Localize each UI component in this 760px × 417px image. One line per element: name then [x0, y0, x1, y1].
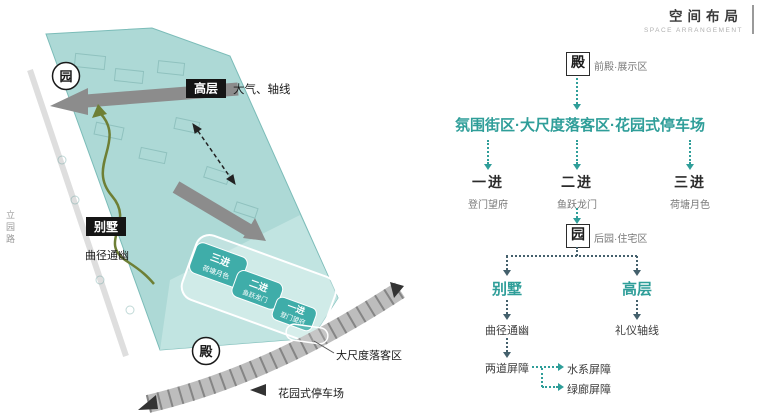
dotted-arrowhead [573, 104, 581, 110]
column-sub: 登门望府 [468, 200, 508, 211]
site-plan: 高层 大气、轴线 别墅 曲径通幽 园 三进 荷塘月色 二进 鱼跃龙门 一进 登门… [5, 27, 405, 413]
barrier-green: 绿廊屏障 [567, 384, 611, 396]
column-title: 一进 [472, 174, 504, 190]
garden-badge: 园 [59, 69, 72, 84]
site-plan-svg: 高层 大气、轴线 别墅 曲径通幽 园 三进 荷塘月色 二进 鱼跃龙门 一进 登门… [27, 27, 405, 413]
dotted-arrowhead [573, 164, 581, 170]
barrier-water: 水系屏障 [567, 364, 611, 376]
highrise-feature: 礼仪轴线 [615, 325, 659, 337]
road-name-label: 立园路 [5, 210, 15, 246]
parking-arrowhead [250, 384, 266, 396]
dotted-arrowhead [633, 270, 641, 276]
axis-note-label: 大气、轴线 [233, 82, 291, 96]
villa-label: 别墅 [93, 220, 118, 234]
dotted-arrow [506, 256, 508, 270]
column-yijin: 一进 登门望府 [443, 172, 533, 211]
winding-path-label: 曲径通幽 [85, 249, 129, 262]
highrise-label: 高层 [194, 81, 218, 96]
dotted-arrow [542, 386, 558, 388]
section-header: 空间布局 SPACE ARRANGEMENT [644, 5, 754, 34]
column-sanjin: 三进 荷塘月色 [645, 172, 735, 211]
road-arrowhead-right [390, 282, 404, 298]
dotted-arrow [636, 300, 638, 314]
section-title-cn: 空间布局 [669, 9, 743, 24]
branch-highrise: 高层 [621, 281, 652, 298]
dropoff-zone-outline [285, 323, 329, 345]
hall-node: 殿 [566, 52, 590, 76]
dotted-arrow [506, 338, 508, 352]
dotted-arrowhead [573, 218, 581, 224]
courtyard-zone: 三进 荷塘月色 二进 鱼跃龙门 一进 登门望府 [180, 234, 338, 343]
winding-path-arrowhead [92, 104, 107, 118]
dotted-arrowhead [503, 270, 511, 276]
road-band [145, 282, 405, 413]
flow-diagram: 空间布局 SPACE ARRANGEMENT 殿 前殿·展示区 氛围街区·大尺度… [430, 0, 760, 417]
dotted-arrow [576, 78, 578, 104]
dotted-arrowhead [503, 352, 511, 358]
road-arrowhead-left [138, 395, 158, 410]
branch-crossbar [506, 255, 637, 257]
hall-note: 前殿·展示区 [594, 62, 648, 73]
side-road-line [27, 69, 129, 357]
dotted-arrowhead [484, 164, 492, 170]
column-title: 三进 [674, 174, 706, 190]
dotted-arrow [576, 208, 578, 218]
villa-label-box [86, 217, 126, 236]
dotted-arrowhead [686, 164, 694, 170]
dotted-arrowhead [558, 363, 564, 371]
section-title-en: SPACE ARRANGEMENT [643, 27, 743, 34]
column-sub: 鱼跃龙门 [557, 200, 597, 211]
villa-feature: 曲径通幽 [485, 325, 529, 337]
dotted-arrow [576, 140, 578, 164]
dashed-double-arrow [192, 122, 236, 186]
parking-label: 花园式停车场 [278, 386, 344, 400]
dropoff-leader-line [313, 340, 335, 354]
dotted-arrow [487, 140, 489, 164]
column-sub: 荷塘月色 [670, 200, 710, 211]
dotted-arrowhead [633, 314, 641, 320]
dotted-elbow [541, 368, 543, 387]
highrise-label-box [186, 79, 226, 98]
garden-node: 园 [566, 224, 590, 248]
dotted-arrowhead [558, 383, 564, 391]
dotted-arrow [506, 300, 508, 314]
dotted-arrow [636, 256, 638, 270]
column-title: 二进 [561, 174, 593, 190]
axis-arrowhead-right [243, 218, 266, 241]
dropoff-label: 大尺度落客区 [336, 348, 402, 362]
garden-note: 后园·住宅区 [594, 234, 648, 245]
column-erjin: 二进 鱼跃龙门 [532, 172, 622, 211]
dotted-arrowhead [503, 314, 511, 320]
dotted-arrow [689, 140, 691, 164]
axis-arrowhead-left [50, 88, 88, 115]
street-line: 氛围街区·大尺度落客区·花园式停车场 [455, 117, 705, 134]
barrier-main: 两道屏障 [485, 363, 529, 375]
garden-badge-circle [51, 61, 81, 91]
hall-badge-circle [191, 336, 221, 366]
dotted-arrow [532, 366, 558, 368]
branch-villa: 别墅 [491, 281, 522, 298]
hall-badge: 殿 [198, 344, 213, 359]
branch-stem [576, 247, 578, 256]
